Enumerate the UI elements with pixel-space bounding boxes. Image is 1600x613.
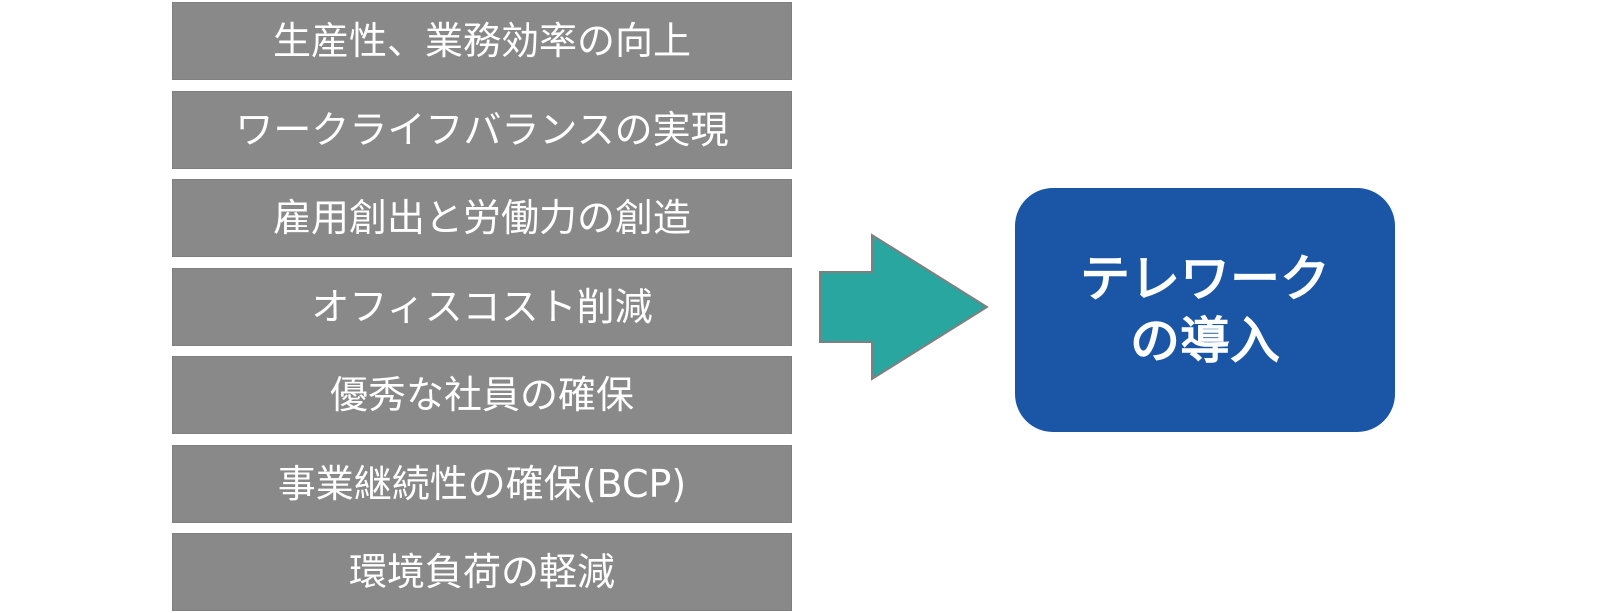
result-label-line2: の導入 <box>1130 312 1280 370</box>
factor-label: 事業継続性の確保(BCP) <box>277 461 687 506</box>
factor-label: ワークライフバランスの実現 <box>235 107 729 152</box>
factor-bar-talent-retention: 優秀な社員の確保 <box>172 356 792 434</box>
factor-bar-productivity: 生産性、業務効率の向上 <box>172 2 792 80</box>
result-box-telework: テレワーク の導入 <box>1015 188 1395 432</box>
factor-label: 生産性、業務効率の向上 <box>272 19 691 63</box>
factor-bar-job-creation: 雇用創出と労働力の創造 <box>172 179 792 257</box>
factor-label: オフィスコスト削減 <box>311 284 653 329</box>
right-arrow-icon <box>819 233 989 381</box>
factor-bar-work-life-balance: ワークライフバランスの実現 <box>172 90 792 169</box>
factor-bar-bcp: 事業継続性の確保(BCP) <box>172 444 792 523</box>
factor-bar-office-cost: オフィスコスト削減 <box>172 267 792 346</box>
factor-label: 環境負荷の軽減 <box>348 550 615 594</box>
factor-list: 生産性、業務効率の向上 ワークライフバランスの実現 雇用創出と労働力の創造 オフ… <box>172 2 792 611</box>
factor-label: 優秀な社員の確保 <box>329 373 634 417</box>
factor-bar-environment: 環境負荷の軽減 <box>172 533 792 611</box>
result-label-line1: テレワーク <box>1080 250 1330 308</box>
factor-label: 雇用創出と労働力の創造 <box>272 196 691 240</box>
